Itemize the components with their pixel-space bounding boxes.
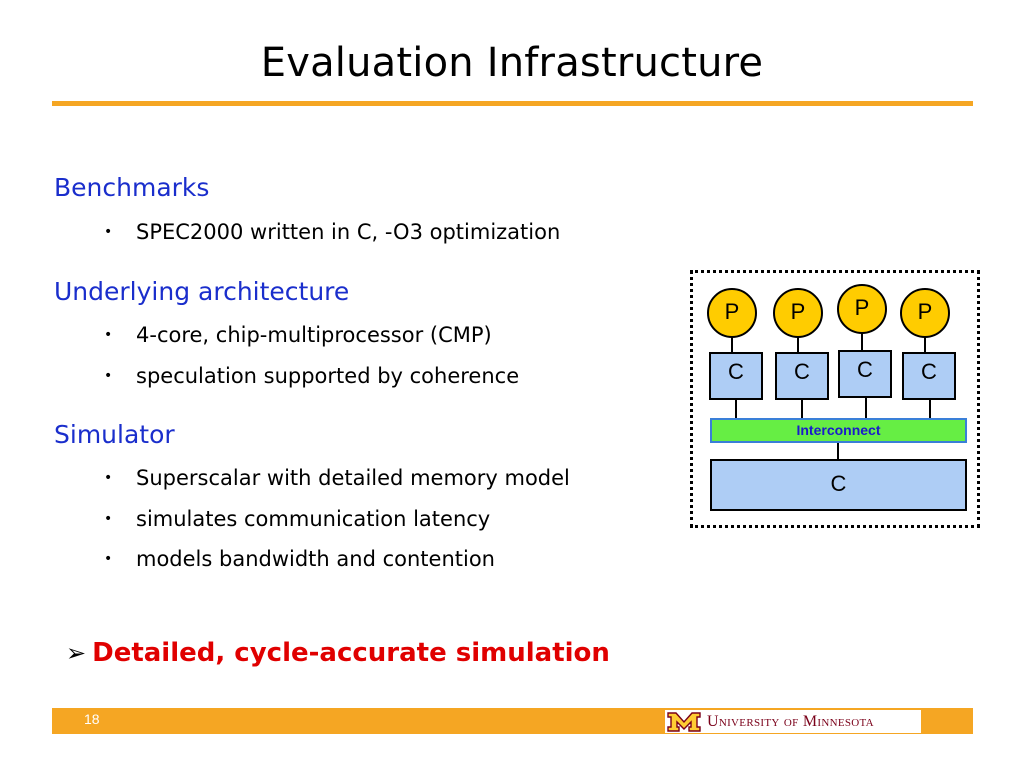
bullet-text: models bandwidth and contention (136, 547, 495, 571)
bullet-item: • simulates communication latency (104, 506, 490, 531)
processor-node: P (773, 288, 823, 338)
bullet-text: 4-core, chip-multiprocessor (CMP) (136, 323, 492, 347)
cmp-architecture-diagram: P P P P C C C C Interconnect C (690, 270, 980, 528)
connector-line (735, 400, 737, 418)
bullet-dot: • (104, 327, 113, 343)
connector-line (797, 337, 799, 352)
callout-text: Detailed, cycle-accurate simulation (92, 638, 610, 668)
bullet-text: SPEC2000 written in C, -O3 optimization (136, 220, 561, 244)
processor-node: P (900, 288, 950, 338)
bullet-dot: • (104, 470, 113, 486)
section-heading-architecture: Underlying architecture (54, 277, 350, 306)
connector-line (924, 337, 926, 352)
bullet-dot: • (104, 224, 113, 240)
bullet-text: simulates communication latency (136, 507, 491, 531)
connector-line (865, 398, 867, 418)
section-heading-simulator: Simulator (54, 420, 175, 449)
bullet-dot: • (104, 511, 113, 527)
bullet-item: • speculation supported by coherence (104, 363, 519, 388)
private-cache: C (775, 352, 829, 400)
bullet-dot: • (104, 551, 113, 567)
title-underline (52, 101, 973, 106)
bullet-item: • 4-core, chip-multiprocessor (CMP) (104, 322, 492, 347)
connector-line (801, 400, 803, 418)
university-logo: University of Minnesota (665, 710, 921, 733)
slide-title: Evaluation Infrastructure (260, 40, 764, 86)
interconnect-bus: Interconnect (710, 418, 967, 443)
processor-node: P (707, 288, 757, 338)
connector-line (731, 337, 733, 352)
bullet-item: • models bandwidth and contention (104, 546, 495, 571)
page-number: 18 (84, 711, 100, 727)
bullet-dot: • (104, 368, 113, 384)
connector-line (929, 400, 931, 418)
section-heading-benchmarks: Benchmarks (54, 173, 210, 202)
arrow-bullet-icon: ➢ (66, 639, 87, 667)
connector-line (837, 443, 839, 459)
block-m-logo-icon (667, 711, 701, 732)
shared-cache: C (710, 459, 967, 511)
university-name: University of Minnesota (707, 712, 874, 730)
connector-line (861, 333, 863, 350)
private-cache: C (902, 352, 956, 400)
private-cache: C (709, 352, 763, 400)
processor-node: P (837, 284, 887, 334)
bullet-text: speculation supported by coherence (136, 364, 520, 388)
bullet-item: • Superscalar with detailed memory model (104, 465, 570, 490)
callout: ➢Detailed, cycle-accurate simulation (66, 638, 610, 668)
private-cache: C (838, 350, 892, 398)
bullet-item: • SPEC2000 written in C, -O3 optimization (104, 219, 560, 244)
bullet-text: Superscalar with detailed memory model (136, 466, 570, 490)
